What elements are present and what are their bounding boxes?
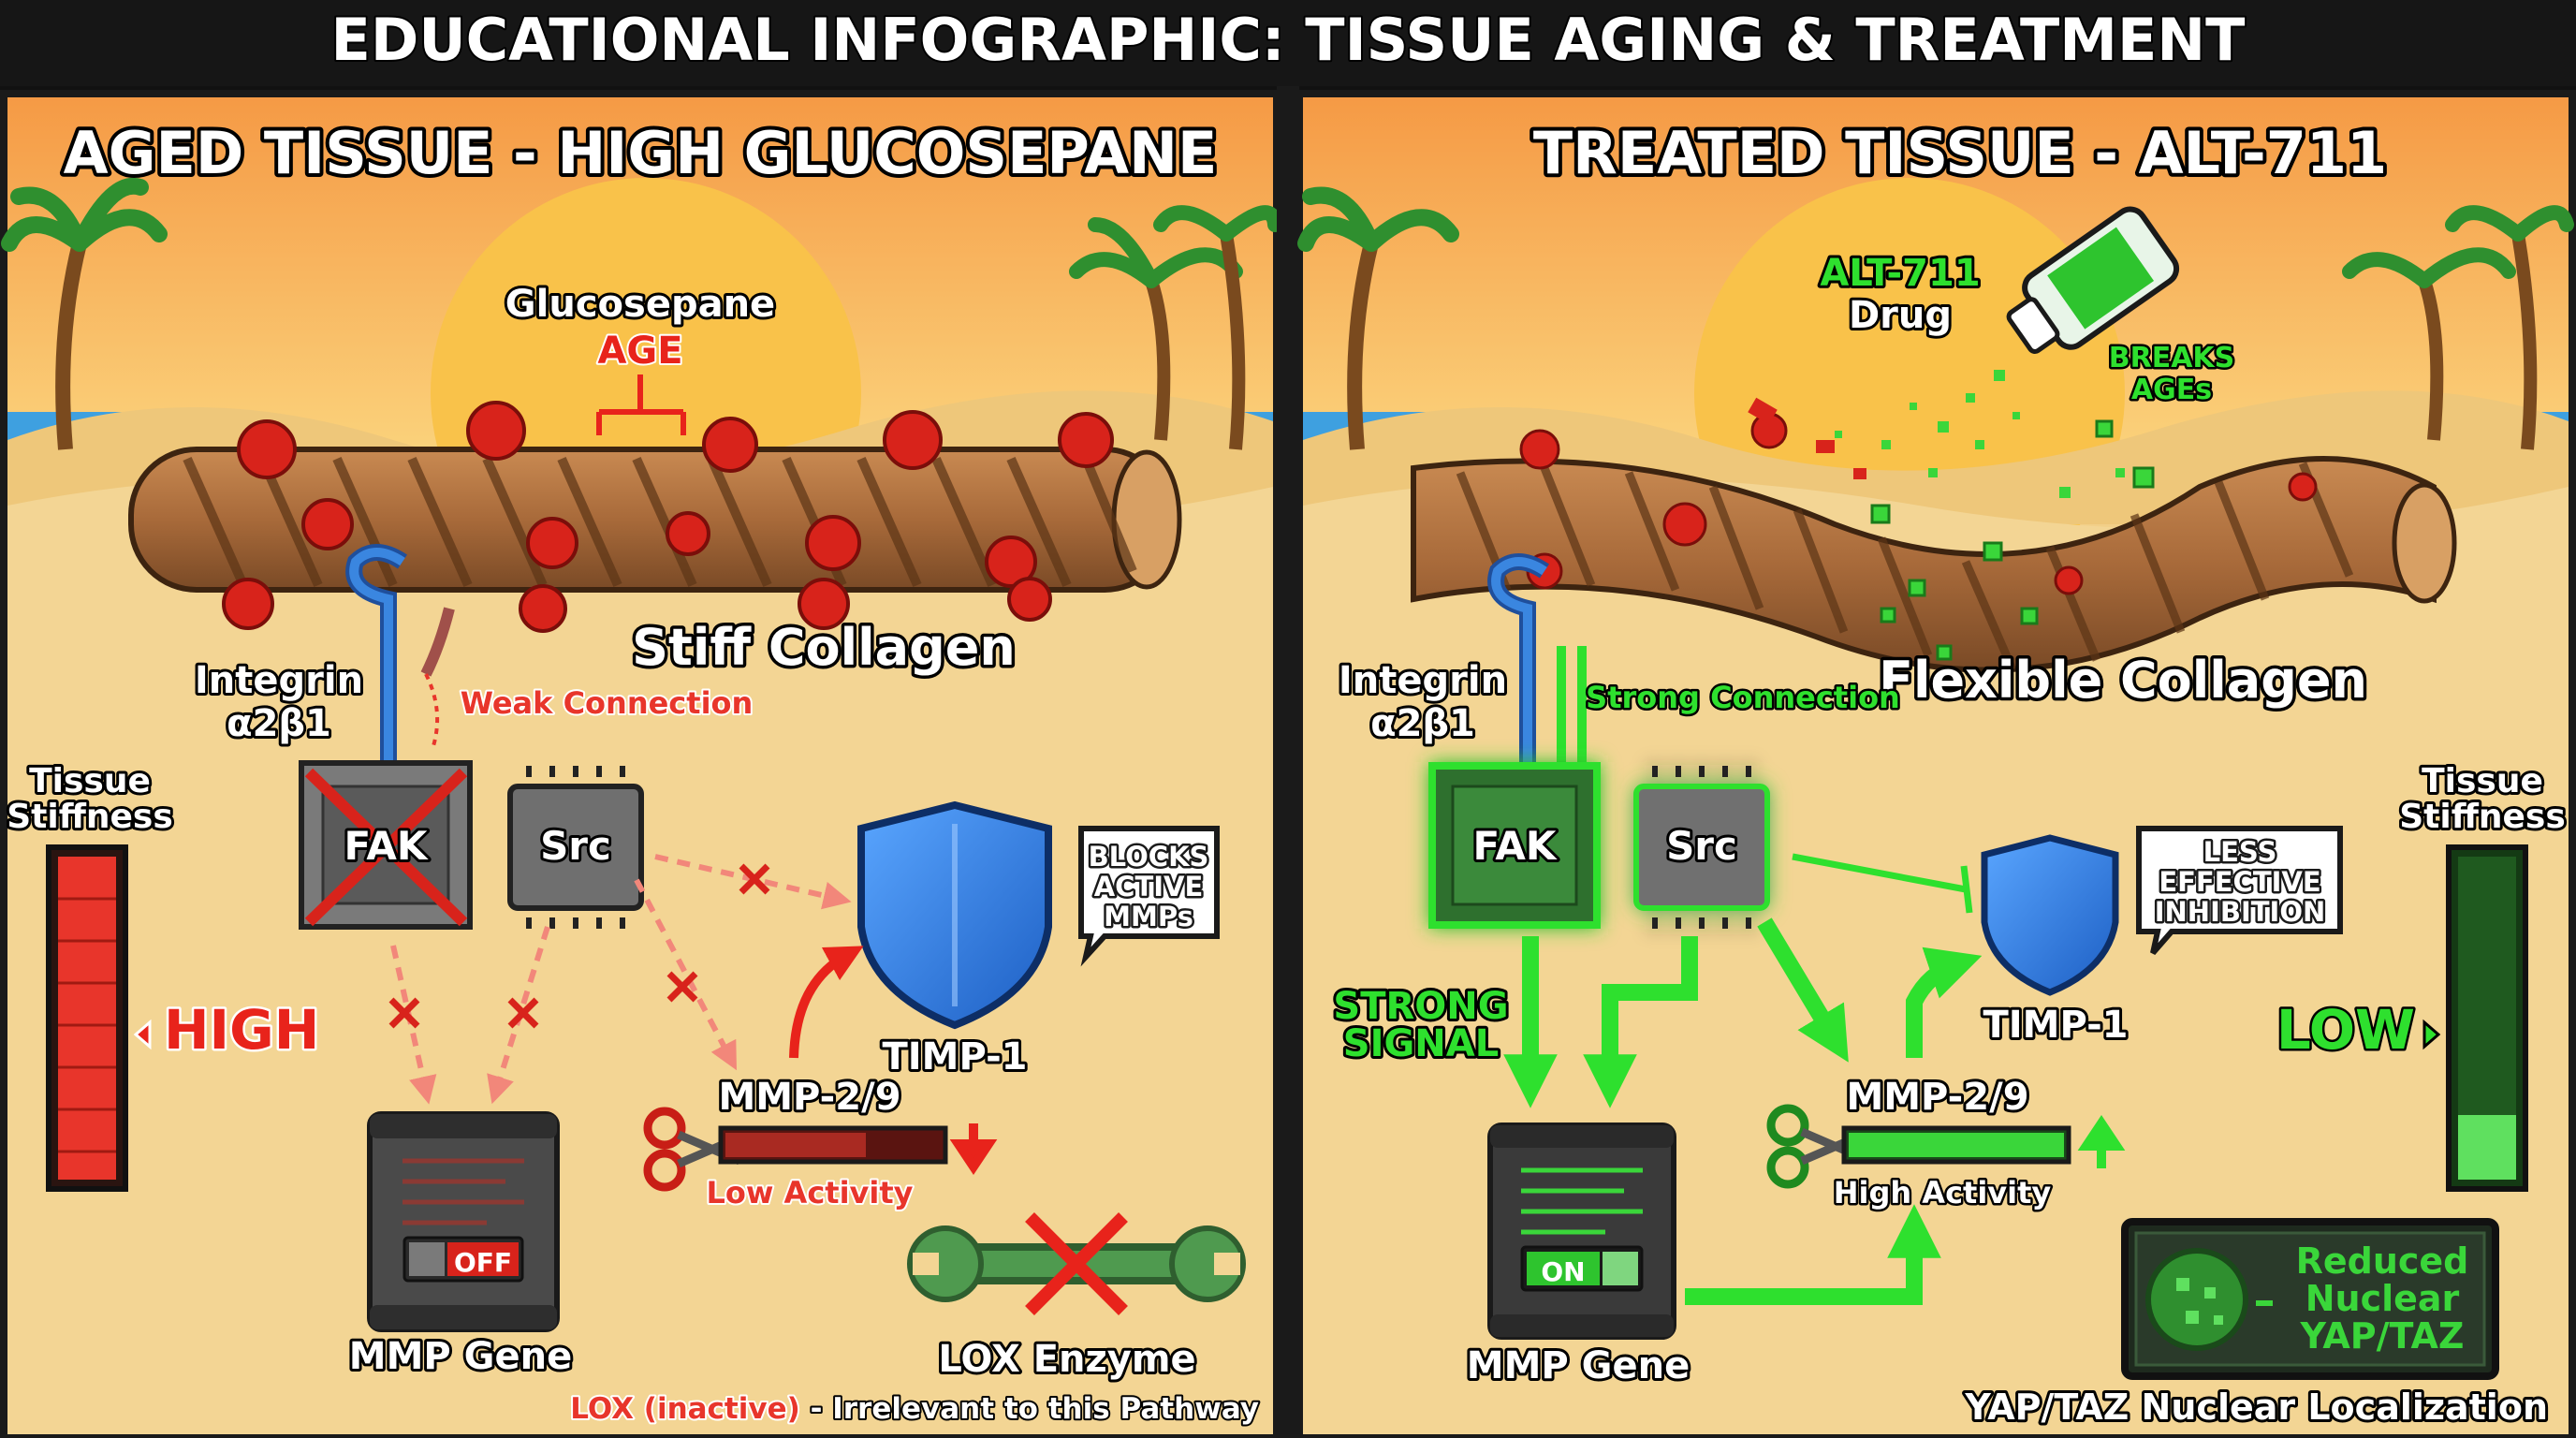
yap-taz-box [2121, 1218, 2499, 1380]
yap-line2: Nuclear [2305, 1278, 2460, 1319]
yap-line1: Reduced [2296, 1240, 2469, 1282]
right-integrin-label-line2: α2β1 [1370, 702, 1475, 745]
right-timp1-label: TIMP-1 [1983, 1004, 2128, 1047]
age-crosslink-icon [222, 401, 1114, 633]
right-bubble-line2: EFFECTIVE [2159, 866, 2320, 898]
breaks-label-line2: AGEs [2131, 374, 2212, 406]
right-fak-label: FAK [1473, 823, 1558, 869]
right-src-chip [1633, 766, 1770, 929]
down-arrow-icon [949, 1123, 998, 1176]
left-stiffness-fill [58, 857, 116, 1180]
age-bracket [596, 374, 686, 435]
title-bar [0, 0, 2576, 86]
palm-tree-icon [2342, 247, 2516, 441]
left-stiffness-level: HIGH [164, 998, 319, 1062]
src-inhibits-timp-line [1792, 853, 1973, 914]
left-bubble-line1: BLOCKS [1089, 841, 1209, 873]
nucleus-icon [2145, 1248, 2248, 1351]
strong-signal-arrows [1503, 917, 1983, 1305]
age-label: AGE [597, 330, 682, 373]
right-mmp-gene-icon [1487, 1123, 1676, 1340]
left-integrin-label-line1: Integrin [195, 659, 363, 702]
drug-spray-particles [1835, 370, 2125, 498]
left-timp1-bubble [1078, 826, 1220, 967]
blocked-x-icon [388, 863, 770, 1029]
left-mmp-gene-icon [367, 1111, 560, 1332]
right-level-pointer-icon [2422, 1019, 2441, 1050]
right-timp1-bubble [2136, 826, 2343, 955]
right-mmp-label: MMP-2/9 [1846, 1076, 2028, 1119]
right-stiffness-meter [2446, 844, 2528, 1192]
breaks-label-line1: BREAKS [2109, 342, 2235, 374]
right-gene-switch-label: ON [1541, 1256, 1585, 1287]
right-stiffness-label-line1: Tissue [2422, 762, 2543, 800]
broken-age-fragments [1748, 397, 1866, 479]
left-fak-chip [299, 760, 473, 930]
integrin-icon [345, 544, 455, 768]
right-fak-chip [1428, 762, 1601, 929]
drug-label-line1: ALT-711 [1820, 252, 1980, 295]
strong-signal-line2: SIGNAL [1343, 1022, 1499, 1065]
left-mmp-label: MMP-2/9 [718, 1076, 900, 1119]
green-fragment-particles [1870, 419, 2155, 661]
strong-connection-label: Strong Connection [1586, 680, 1900, 715]
left-mmp-activity-label: Low Activity [706, 1175, 913, 1211]
mmp-to-timp-arrow [789, 946, 864, 1059]
yap-caption: YAP/TAZ Nuclear Localization [1964, 1387, 2548, 1428]
left-mmp-gene-label: MMP Gene [349, 1335, 572, 1378]
right-panel-title: TREATED TISSUE - ALT-711 [1533, 119, 2387, 187]
weak-connection-label: Weak Connection [461, 685, 754, 721]
left-bubble-line2: ACTIVE [1094, 871, 1204, 902]
right-integrin-label-line1: Integrin [1339, 659, 1507, 702]
left-timp1-shield-icon [857, 800, 1052, 1030]
palm-tree-icon [1153, 205, 1282, 450]
left-src-chip [507, 766, 644, 929]
right-timp1-shield-icon [1981, 834, 2119, 996]
drug-label-line2: Drug [1849, 294, 1952, 337]
left-integrin-label-line2: α2β1 [227, 702, 331, 745]
right-collagen-label: Flexible Collagen [1879, 651, 2367, 710]
left-stiffness-label-line2: Stiffness [7, 798, 173, 836]
right-src-label: Src [1666, 823, 1737, 869]
right-stiffness-level: LOW [2276, 998, 2415, 1062]
left-stiffness-label-line1: Tissue [29, 762, 151, 800]
right-stiffness-fill [2458, 1115, 2516, 1180]
palm-tree-icon [2445, 205, 2574, 450]
lox-note: LOX (inactive) - Irrelevant to this Path… [570, 1392, 1259, 1426]
lox-enzyme-label: LOX Enzyme [938, 1338, 1195, 1381]
right-mmp-activity-label: High Activity [1834, 1175, 2052, 1211]
palm-tree-icon [1, 177, 168, 450]
right-bubble-line3: INHIBITION [2155, 896, 2326, 928]
right-bubble-line1: LESS [2203, 836, 2277, 868]
palm-tree-icon [1297, 186, 1459, 450]
left-level-pointer-icon [133, 1019, 152, 1050]
left-gene-switch-label: OFF [454, 1247, 512, 1278]
left-panel: AGED TISSUE - HIGH GLUCOSEPANE Glucosepa… [0, 90, 1282, 1438]
drug-bottle-icon [2006, 206, 2180, 354]
up-arrow-icon [2077, 1114, 2126, 1168]
left-timp1-label: TIMP-1 [882, 1035, 1027, 1078]
integrin-icon [1487, 553, 1587, 786]
right-panel: TREATED TISSUE - ALT-711 ALT-711 Drug BR… [1295, 90, 2576, 1438]
right-stiffness-label-line2: Stiffness [2399, 798, 2566, 836]
inactive-cross-icon [304, 768, 468, 927]
left-stiffness-meter [46, 844, 128, 1192]
strong-signal-line1: STRONG [1333, 985, 1508, 1028]
glucosepane-label: Glucosepane [505, 283, 775, 326]
yap-line3: YAP/TAZ [2300, 1315, 2465, 1357]
right-mmp-gene-label: MMP Gene [1467, 1344, 1690, 1387]
page-title: EDUCATIONAL INFOGRAPHIC: TISSUE AGING & … [331, 6, 2246, 74]
left-collagen-label: Stiff Collagen [632, 618, 1016, 677]
left-panel-title: AGED TISSUE - HIGH GLUCOSEPANE [64, 119, 1218, 187]
left-fak-label: FAK [344, 823, 429, 869]
left-bubble-line3: MMPs [1104, 901, 1193, 932]
left-src-label: Src [540, 823, 611, 869]
lox-enzyme-wrench-icon [907, 1212, 1246, 1315]
